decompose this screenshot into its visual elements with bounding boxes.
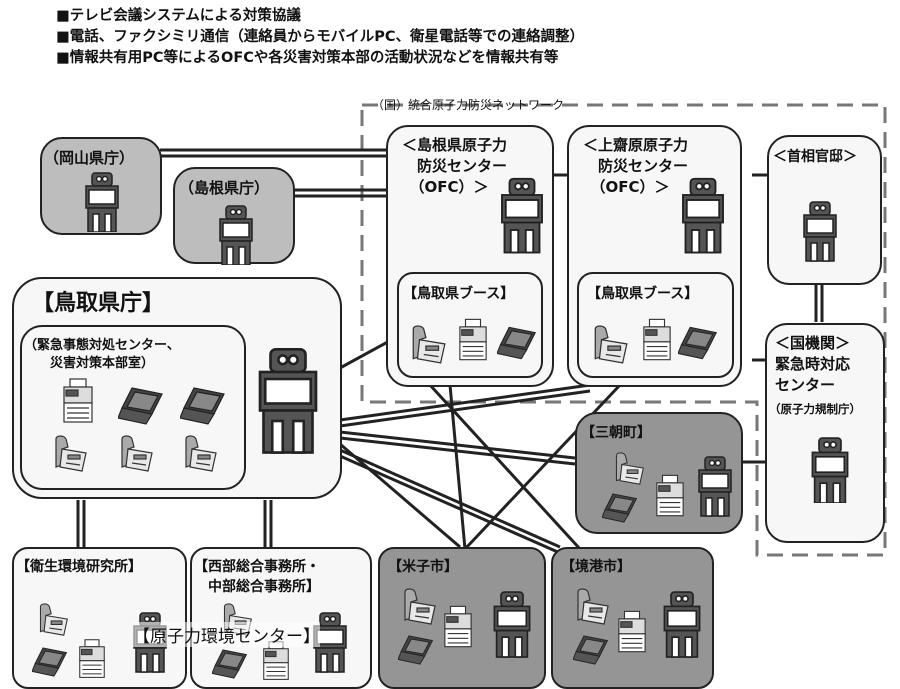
video-terminal-icon bbox=[803, 201, 837, 262]
tottori-title: 【鳥取県庁】 bbox=[32, 291, 165, 316]
booth-1-title: 【鳥取県ブース】 bbox=[403, 286, 515, 302]
link-tottori-misasa bbox=[339, 430, 576, 460]
telephone-icon bbox=[412, 325, 446, 364]
network-label: （国）統合原子力防災ネットワーク bbox=[372, 98, 565, 112]
telephone-icon bbox=[594, 325, 628, 364]
fax-machine-icon bbox=[618, 610, 646, 653]
laptop-icon bbox=[602, 493, 638, 523]
video-terminal-icon bbox=[219, 205, 253, 265]
eisei-title: 【衛生環境研究所】 bbox=[16, 559, 142, 575]
dashed-network-boundary bbox=[360, 103, 887, 557]
video-terminal-icon bbox=[698, 456, 732, 517]
bullet-info-sharing: ■情報共有用PC等によるOFCや各災害対策本部の活動状況などを情報共有等 bbox=[56, 50, 559, 66]
laptop-icon bbox=[398, 635, 434, 665]
sakaiminato-title: 【境港市】 bbox=[561, 559, 631, 575]
link-tottori-sakaiminato bbox=[339, 448, 561, 549]
video-terminal-icon bbox=[682, 177, 724, 254]
fax-machine-icon bbox=[459, 318, 487, 361]
laptop-icon bbox=[180, 387, 225, 425]
link-tottori-shimane-ofc bbox=[339, 336, 396, 370]
telephone-icon bbox=[55, 435, 87, 472]
laptop-icon bbox=[573, 635, 609, 665]
link-tottori-yonago bbox=[339, 442, 461, 549]
video-terminal-icon bbox=[811, 437, 849, 503]
video-terminal-icon bbox=[258, 347, 318, 454]
bullet-phone-fax: ■電話、ファクシミリ通信（連絡員からモバイルPC、衛星電話等での連絡調整） bbox=[56, 29, 584, 45]
link-shimane-ofc-sakaiminato bbox=[428, 383, 582, 551]
yonago-title: 【米子市】 bbox=[388, 559, 458, 575]
link-tottori-kamisaibara bbox=[339, 383, 591, 422]
kamisaibara-ofc-title: ＜上齋原原子力 防災センター （OFC）＞ bbox=[583, 136, 689, 196]
kuni-title: ＜国機関＞ 緊急時対応 センター bbox=[775, 334, 851, 394]
telephone-icon bbox=[404, 588, 436, 625]
telephone-icon bbox=[577, 588, 609, 625]
video-terminal-icon bbox=[663, 591, 701, 658]
info-bullets: ■テレビ会議システムによる対策協議 ■電話、ファクシミリ通信（連絡員からモバイル… bbox=[56, 6, 584, 69]
seibu-title: 【西部総合事務所・ 中部総合事務所】 bbox=[194, 559, 320, 595]
fax-machine-icon bbox=[444, 605, 472, 648]
fax-machine-icon bbox=[656, 474, 684, 517]
bullet-video-conference: ■テレビ会議システムによる対策協議 bbox=[56, 8, 301, 24]
booth-2-title: 【鳥取県ブース】 bbox=[587, 286, 699, 302]
kuni-node: ＜国機関＞ 緊急時対応 センター （原子力規制庁） bbox=[765, 323, 885, 543]
laptop-icon bbox=[32, 647, 68, 677]
video-terminal-icon bbox=[501, 177, 543, 254]
telephone-icon bbox=[39, 603, 68, 636]
telephone-icon bbox=[615, 452, 644, 485]
kantei-title: ＜首相官邸＞ bbox=[773, 149, 857, 165]
shimane-ofc-title: ＜島根県原子力 防災センター （OFC）＞ bbox=[402, 136, 508, 196]
video-terminal-icon bbox=[313, 612, 347, 673]
misasa-title: 【三朝町】 bbox=[581, 425, 651, 441]
video-terminal-icon bbox=[85, 172, 119, 232]
shimane-pref-title: （島根県庁） bbox=[179, 179, 270, 197]
laptop-icon bbox=[212, 649, 248, 679]
fax-machine-icon bbox=[63, 378, 93, 423]
fax-machine-icon bbox=[643, 318, 671, 361]
link-shimane-ofc-yonago bbox=[448, 384, 467, 550]
emergency-center-title: （緊急事態対処センター、 災害対策本部室） bbox=[24, 338, 180, 371]
laptop-icon bbox=[118, 387, 163, 425]
genshiryoku-center-label: 【原子力環境センター】 bbox=[133, 622, 320, 647]
laptop-icon bbox=[497, 326, 537, 360]
okayama-title: （岡山県庁） bbox=[44, 149, 135, 167]
telephone-icon bbox=[121, 435, 153, 472]
kuni-sub-title: （原子力規制庁） bbox=[769, 402, 861, 416]
video-terminal-icon bbox=[493, 591, 531, 658]
telephone-icon bbox=[185, 435, 217, 472]
laptop-icon bbox=[678, 326, 718, 360]
fax-machine-icon bbox=[79, 639, 105, 678]
